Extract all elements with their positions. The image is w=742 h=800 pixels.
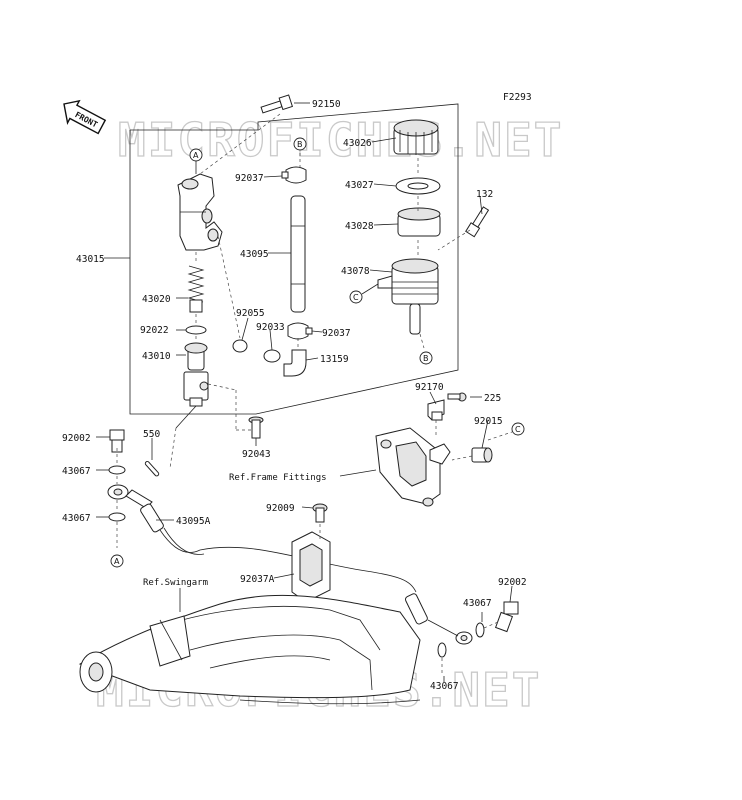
svg-text:B: B <box>423 354 429 363</box>
cotter-pin <box>144 460 160 477</box>
svg-text:A: A <box>193 151 199 160</box>
washer-upper-left <box>108 465 126 475</box>
label-43067-right: 43067 <box>463 598 492 609</box>
marker-a-top: A <box>189 148 203 174</box>
label-43095: 43095 <box>240 249 269 260</box>
assembly-outline <box>129 103 459 415</box>
label-43095a: 43095A <box>176 516 211 527</box>
banjo-bolt-rear <box>494 601 519 633</box>
reservoir-tank <box>377 258 439 335</box>
label-43015: 43015 <box>76 254 105 265</box>
collar-92015 <box>471 447 493 463</box>
spring <box>187 265 205 303</box>
circlip <box>185 325 207 335</box>
label-92002-right: 92002 <box>498 577 527 588</box>
collar-ring <box>263 349 281 363</box>
brake-hose-rear-end <box>404 593 473 645</box>
svg-text:C: C <box>515 425 521 434</box>
banjo-bolt-left <box>109 429 125 453</box>
hose-bracket <box>291 531 331 603</box>
marker-c-reservoir: C <box>349 283 379 304</box>
bolt-92150 <box>260 94 294 114</box>
label-92037-lower: 92037 <box>322 328 351 339</box>
label-43067-bottom: 43067 <box>430 681 459 692</box>
label-43067-upper: 43067 <box>62 466 91 477</box>
ref-swingarm: Ref.Swingarm <box>143 578 208 588</box>
label-92055: 92055 <box>236 308 265 319</box>
svg-text:C: C <box>353 293 359 302</box>
label-92009: 92009 <box>266 503 295 514</box>
hose-clamp-upper <box>281 166 307 184</box>
piston-cup <box>189 299 203 313</box>
screw-225 <box>447 392 467 402</box>
swingarm <box>78 594 421 705</box>
label-92002-left: 92002 <box>62 433 91 444</box>
o-ring <box>232 339 248 353</box>
label-43010: 43010 <box>142 351 171 362</box>
reservoir-cap <box>393 119 439 155</box>
bolt-132 <box>465 206 490 238</box>
svg-text:B: B <box>297 140 303 149</box>
hose-clamp-lower <box>287 322 313 340</box>
label-92037-upper: 92037 <box>235 173 264 184</box>
master-cylinder-body <box>177 173 223 251</box>
label-225: 225 <box>484 393 501 404</box>
svg-text:A: A <box>114 557 120 566</box>
frame-bracket <box>375 427 451 507</box>
label-132: 132 <box>476 189 493 200</box>
ref-frame-fittings: Ref.Frame Fittings <box>229 473 327 483</box>
label-92022: 92022 <box>140 325 169 336</box>
label-92015: 92015 <box>474 416 503 427</box>
marker-b-reservoir: B <box>419 351 433 365</box>
label-13159: 13159 <box>320 354 349 365</box>
washer-lower-left <box>108 512 126 522</box>
bolt-92009 <box>312 503 328 523</box>
watermark-top: MICROFICHES.NET <box>118 113 563 167</box>
elbow-fitting <box>283 349 307 377</box>
marker-a-bottom: A <box>110 554 124 568</box>
bracket-92170 <box>427 399 445 421</box>
diagram-code: F2293 <box>503 92 532 103</box>
label-43027: 43027 <box>345 180 374 191</box>
brake-hose-line <box>159 529 417 593</box>
label-92150: 92150 <box>312 99 341 110</box>
label-92037a: 92037A <box>240 574 275 585</box>
label-92170: 92170 <box>415 382 444 393</box>
label-92033: 92033 <box>256 322 285 333</box>
marker-c-right: C <box>511 422 525 436</box>
front-arrow-icon: FRONT <box>63 99 107 135</box>
label-43067-lower: 43067 <box>62 513 91 524</box>
label-43026: 43026 <box>343 138 372 149</box>
marker-b-top: B <box>293 137 307 151</box>
washer-rear-1 <box>475 622 485 638</box>
reservoir-hose <box>290 195 306 313</box>
label-43078: 43078 <box>341 266 370 277</box>
label-92043: 92043 <box>242 449 271 460</box>
label-550: 550 <box>143 429 160 440</box>
brake-hose-banjo <box>107 484 164 533</box>
reservoir-diaphragm <box>397 207 441 237</box>
piston-assembly <box>183 342 209 407</box>
washer-rear-2 <box>437 642 447 658</box>
label-43028: 43028 <box>345 221 374 232</box>
label-43020: 43020 <box>142 294 171 305</box>
bolt-92043 <box>248 416 264 439</box>
